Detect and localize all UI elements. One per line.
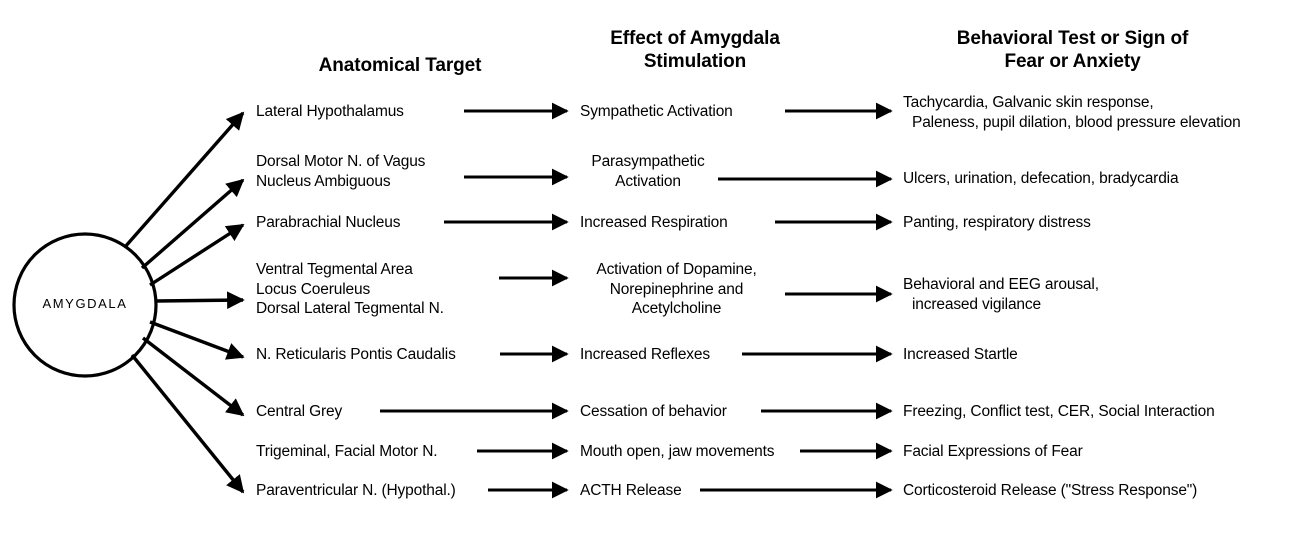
column-header-behavioral-test-or-sign: Behavioral Test or Sign of Fear or Anxie… [855, 27, 1290, 73]
row1-behavior-line1: Tachycardia, Galvanic skin response, [903, 94, 1154, 111]
amygdala-node-label: AMYGDALA [42, 296, 128, 311]
column-header-anatomical-target: Anatomical Target [318, 55, 482, 76]
row4-target-line3: Dorsal Lateral Tegmental N. [256, 300, 444, 317]
row3-behavior: Panting, respiratory distress [903, 214, 1091, 231]
arrow-amygdala-to-row2 [140, 178, 245, 270]
amygdala-node-circle [12, 232, 158, 378]
row7-anatomical-target: Trigeminal, Facial Motor N. [256, 443, 438, 460]
row6-behavior: Freezing, Conflict test, CER, Social Int… [903, 403, 1215, 420]
row4-target-line1: Ventral Tegmental Area [256, 261, 413, 278]
row6-anatomical-target: Central Grey [256, 403, 343, 420]
column-header-effect-line1: Effect of Amygdala [610, 28, 780, 49]
row4-effect-line3: Acetylcholine [631, 300, 722, 317]
arrow-amygdala-to-row6 [141, 336, 245, 417]
row4-behavior-line2: increased vigilance [912, 295, 1041, 313]
row1-behavior: Tachycardia, Galvanic skin response, Pal… [903, 93, 1295, 132]
row2-effect-line1: Parasympathetic [591, 153, 705, 170]
row8-behavior: Corticosteroid Release ("Stress Response… [903, 482, 1198, 499]
row5-anatomical-target: N. Reticularis Pontis Caudalis [256, 346, 456, 363]
row4-target-line2: Locus Coeruleus [256, 280, 371, 298]
column-header-effect-of-amygdala-stimulation: Effect of Amygdala Stimulation [545, 27, 845, 73]
arrow-amygdala-to-row8 [130, 353, 245, 494]
row3-anatomical-target: Parabrachial Nucleus [256, 214, 401, 231]
row6-effect: Cessation of behavior [580, 403, 727, 420]
row4-anatomical-target: Ventral Tegmental Area Locus Coeruleus D… [256, 260, 444, 319]
row4-behavior: Behavioral and EEG arousal, increased vi… [903, 275, 1099, 314]
arrow-amygdala-to-row3 [149, 223, 245, 287]
row1-effect: Sympathetic Activation [580, 103, 733, 120]
row2-target-line2: Nucleus Ambiguous [256, 172, 391, 190]
row2-target-line1: Dorsal Motor N. of Vagus [256, 153, 426, 170]
column-header-behavior-line1: Behavioral Test or Sign of [956, 28, 1189, 49]
arrow-amygdala-to-row5 [149, 320, 245, 360]
arrow-amygdala-to-row1 [123, 111, 245, 249]
row1-behavior-line2: Paleness, pupil dilation, blood pressure… [912, 113, 1241, 131]
row7-effect: Mouth open, jaw movements [580, 443, 775, 460]
row4-behavior-line1: Behavioral and EEG arousal, [903, 276, 1099, 293]
row4-effect-line2: Norepinephrine and [609, 280, 744, 298]
row2-anatomical-target: Dorsal Motor N. of Vagus Nucleus Ambiguo… [256, 152, 425, 191]
row8-effect: ACTH Release [580, 482, 682, 499]
column-header-effect-line2: Stimulation [643, 51, 747, 72]
row5-effect: Increased Reflexes [580, 346, 710, 363]
row3-effect: Increased Respiration [580, 214, 728, 231]
row5-behavior: Increased Startle [903, 346, 1018, 363]
row2-effect: Parasympathetic Activation [578, 152, 718, 191]
arrow-amygdala-to-row4 [155, 291, 245, 310]
row4-effect-line1: Activation of Dopamine, [596, 261, 757, 278]
row2-behavior: Ulcers, urination, defecation, bradycard… [903, 170, 1179, 187]
row1-anatomical-target: Lateral Hypothalamus [256, 103, 404, 120]
row7-behavior: Facial Expressions of Fear [903, 443, 1083, 460]
column-header-behavior-line2: Fear or Anxiety [1004, 51, 1141, 72]
row4-effect: Activation of Dopamine, Norepinephrine a… [569, 260, 784, 319]
row2-effect-line2: Activation [615, 172, 681, 190]
row8-anatomical-target: Paraventricular N. (Hypothal.) [256, 482, 456, 499]
